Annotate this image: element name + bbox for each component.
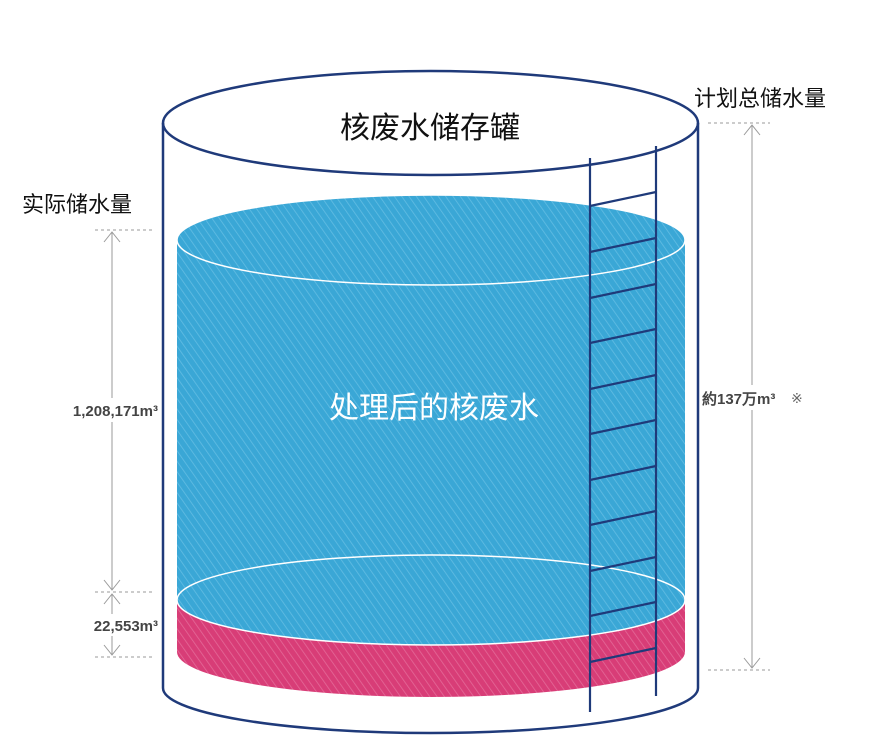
note-mark: ※ (791, 390, 803, 406)
tank-title: 核废水储存罐 (340, 111, 520, 146)
tank-top (161, 69, 700, 177)
left-dimension (95, 229, 152, 658)
water-volume-value: 1,208,171m³ (73, 403, 158, 420)
water-label: 处理后的核废水 (329, 391, 539, 426)
ladder (588, 146, 658, 712)
sludge-volume-value: 22,553m³ (94, 618, 158, 635)
sludge-interface (176, 554, 686, 646)
water-surface (176, 194, 686, 286)
right-dimension (708, 122, 770, 671)
planned-total-value: 約137万m³ (702, 390, 775, 408)
water-body (177, 195, 685, 645)
actual-storage-title: 实际储水量 (22, 193, 132, 218)
sludge-layer (177, 600, 685, 697)
tank-bottom-rim (161, 687, 700, 735)
planned-storage-title: 计划总储水量 (694, 87, 826, 112)
